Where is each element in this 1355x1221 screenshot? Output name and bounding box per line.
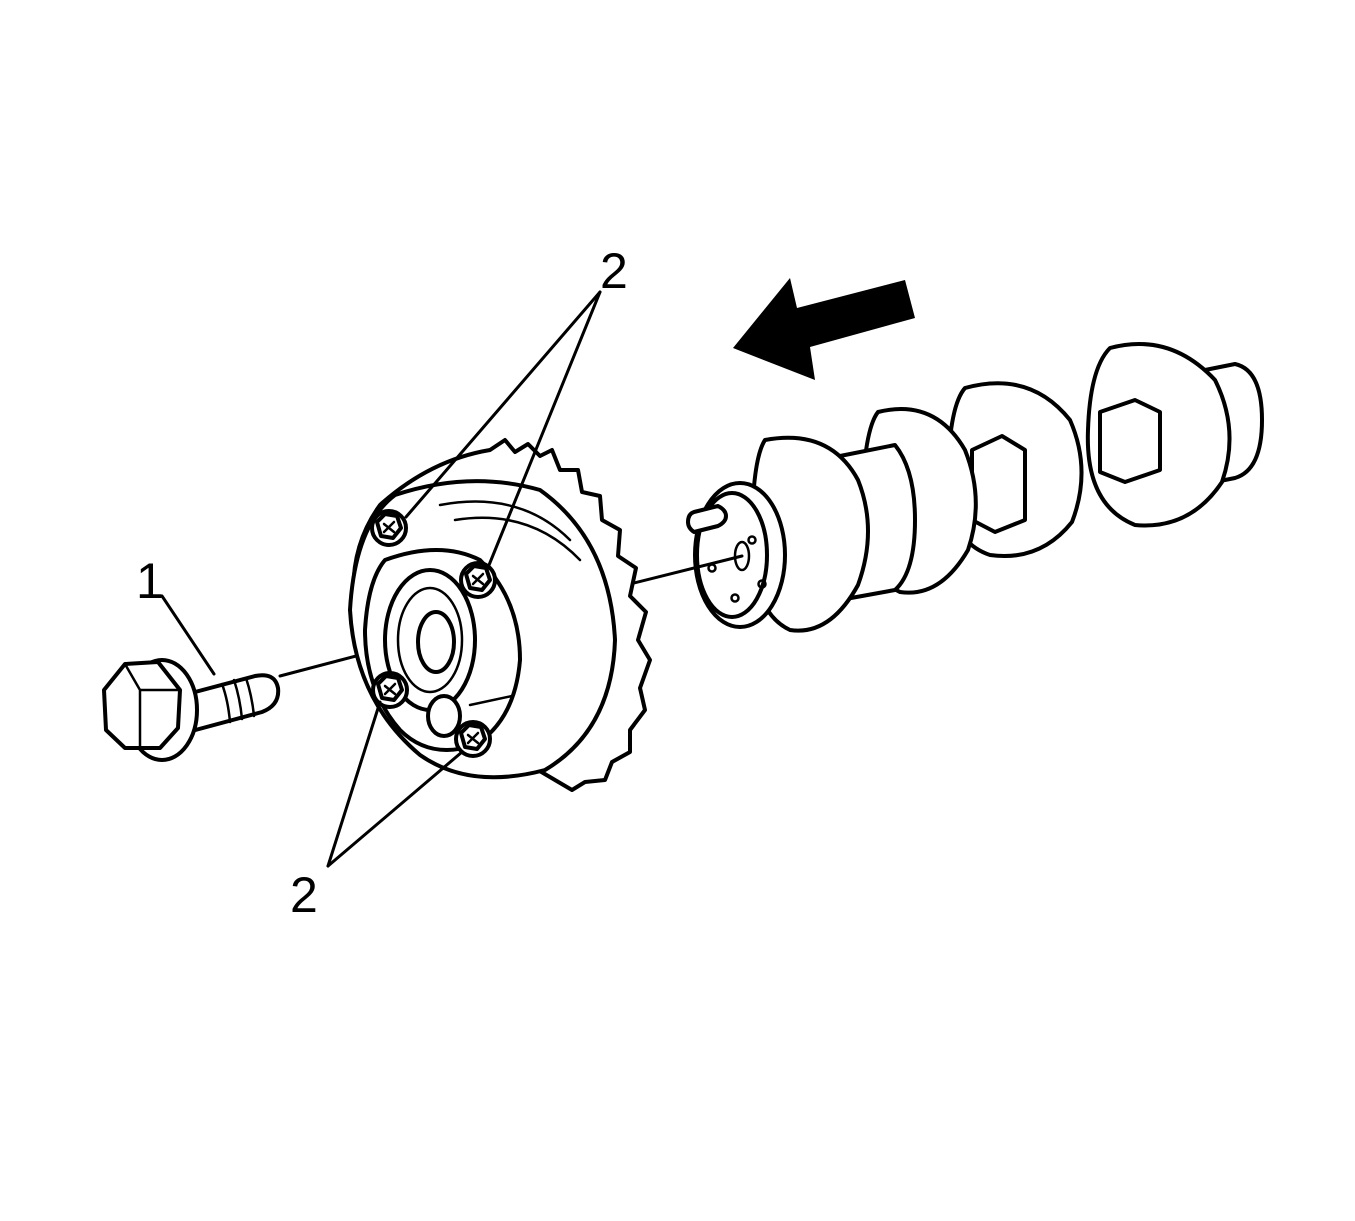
camshaft-actuator — [348, 438, 652, 792]
camshaft — [686, 342, 1264, 633]
leader-bolt-top-right — [485, 290, 602, 572]
cover-bolt-bottom-right — [454, 720, 492, 758]
bolt-hex-edges — [123, 662, 180, 750]
arrow-left-icon — [733, 278, 915, 380]
leader-bolt-top-left — [404, 290, 602, 519]
actuator-center-bolt — [102, 658, 281, 762]
actuator-plug — [426, 694, 462, 738]
actuator-pin-line — [468, 694, 514, 707]
cover-bolt-bottom-left — [371, 671, 409, 709]
camshaft-oil-hole-2 — [757, 579, 767, 589]
leader-bolt-bottom-right — [326, 750, 464, 868]
axis-line-right — [628, 554, 744, 586]
actuator-shoulder-2 — [453, 516, 582, 562]
leader-bolt — [160, 594, 216, 676]
callout-1: 1 — [136, 553, 164, 609]
cover-bolt-top-right — [459, 561, 497, 599]
leader-lines — [160, 290, 602, 868]
camshaft-oil-hole-3 — [730, 593, 740, 603]
bolt-hex-head — [102, 660, 182, 750]
cover-bolt-top-left — [370, 509, 408, 547]
callout-2-top: 2 — [600, 243, 628, 299]
bolt-shank — [178, 673, 281, 734]
camshaft-oil-hole-1 — [747, 535, 757, 545]
shaft-hex-section-2 — [1098, 398, 1162, 484]
bolt-thread-3 — [244, 676, 256, 718]
actuator-center-bore — [416, 610, 456, 674]
leader-bolt-bottom-left — [326, 700, 382, 868]
camshaft-dowel-pin — [686, 504, 728, 534]
shaft-hex-section-1 — [970, 434, 1027, 534]
camshaft-center-bore — [733, 540, 751, 572]
bolt-thread-2 — [232, 678, 244, 721]
actuator-hub-ring — [396, 586, 464, 694]
bolt-thread-1 — [220, 682, 232, 724]
callout-2-bottom: 2 — [290, 867, 318, 923]
